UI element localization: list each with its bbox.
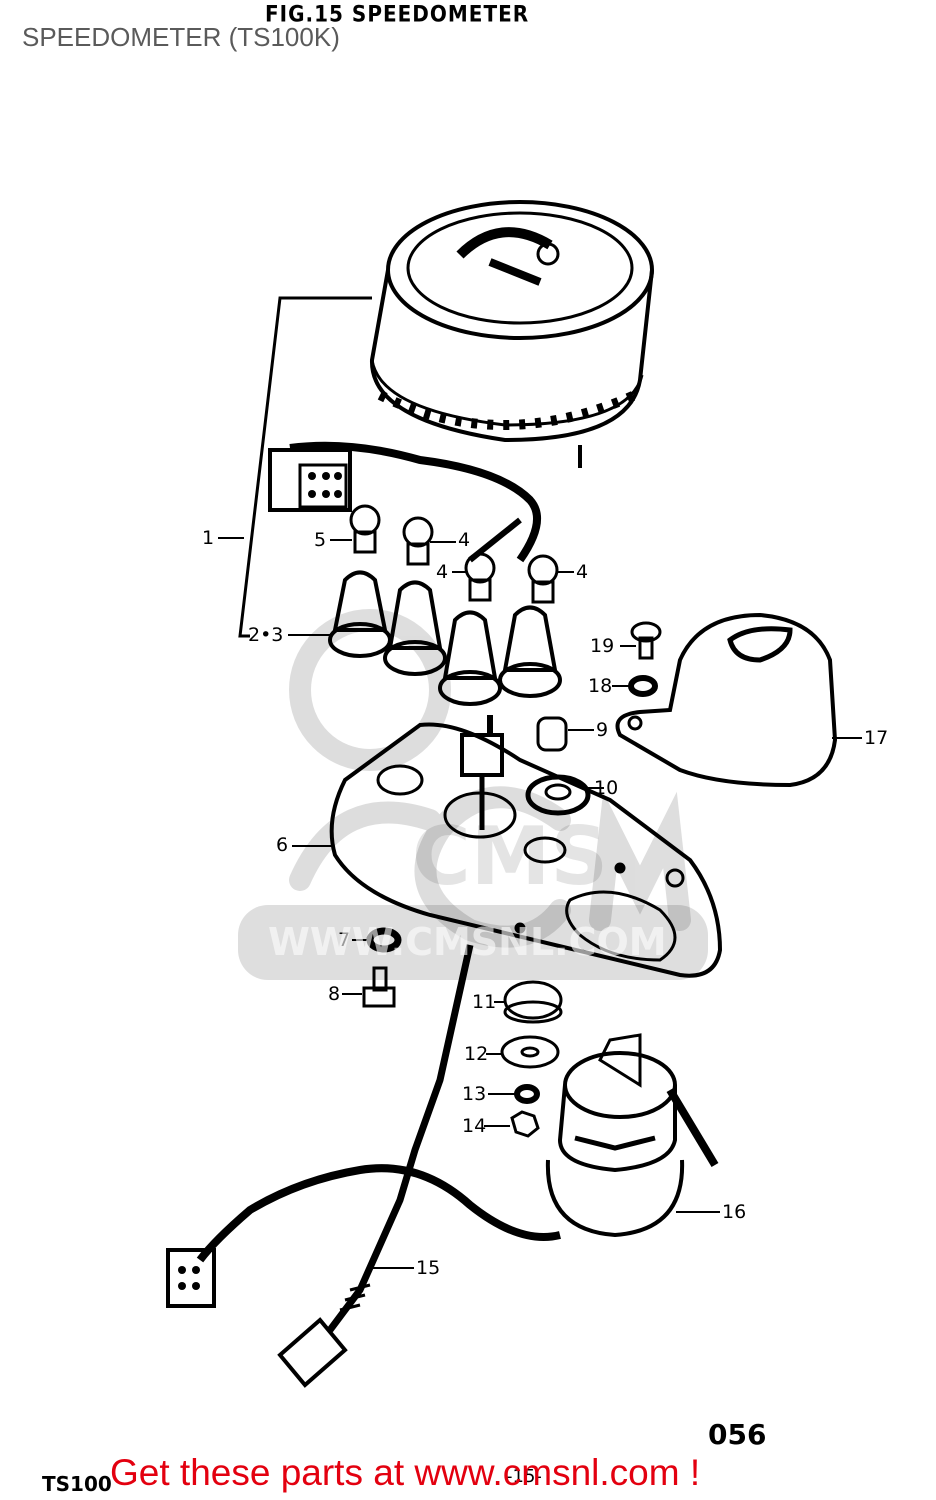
watermark-bar bbox=[238, 905, 708, 980]
callout-16: 16 bbox=[722, 1201, 747, 1223]
nut-13 bbox=[514, 1084, 540, 1104]
nut-14 bbox=[510, 1110, 540, 1138]
bulb-4a bbox=[402, 516, 434, 566]
callout-4c: 4 bbox=[576, 561, 589, 583]
screw-19 bbox=[630, 621, 662, 660]
ignition-switch-16 bbox=[545, 1033, 719, 1238]
cushion-9 bbox=[536, 716, 568, 752]
socket-3 bbox=[438, 610, 502, 706]
callout-2-3: 2•3 bbox=[248, 624, 284, 646]
callout-11: 11 bbox=[472, 991, 497, 1013]
page-code: 056 bbox=[708, 1418, 767, 1451]
figure-title: FIG.15 SPEEDOMETER bbox=[265, 0, 530, 28]
bulb-5 bbox=[349, 504, 381, 554]
callout-14: 14 bbox=[462, 1115, 487, 1137]
callout-1: 1 bbox=[202, 527, 215, 549]
callout-9: 9 bbox=[596, 719, 609, 741]
washer-18 bbox=[628, 675, 658, 697]
callout-15: 15 bbox=[416, 1257, 441, 1279]
washer-12 bbox=[500, 1035, 560, 1069]
model-code: TS100 bbox=[42, 1472, 112, 1496]
promo-link[interactable]: Get these parts at www.cmsnl.com ! bbox=[110, 1452, 701, 1493]
cover-17 bbox=[615, 612, 838, 788]
callout-4a: 4 bbox=[458, 529, 471, 551]
page-subtitle: SPEEDOMETER (TS100K) bbox=[22, 22, 340, 52]
page-number: -15- bbox=[506, 1466, 542, 1487]
callout-leaders bbox=[218, 537, 862, 1269]
callout-bracket-1 bbox=[238, 296, 372, 638]
callout-10: 10 bbox=[594, 777, 619, 799]
drive-gear bbox=[460, 715, 504, 830]
callout-13: 13 bbox=[462, 1083, 487, 1105]
bulb-4b bbox=[464, 552, 496, 602]
washer-11 bbox=[503, 980, 563, 1024]
grommet-10 bbox=[525, 774, 591, 816]
callout-19: 19 bbox=[590, 635, 615, 657]
meter-harness bbox=[268, 441, 541, 563]
watermark-text: WWW.CMSNL.COM bbox=[268, 920, 667, 964]
callout-4b: 4 bbox=[436, 561, 449, 583]
bolt-8 bbox=[362, 966, 396, 1008]
socket-2 bbox=[383, 580, 447, 676]
speedometer-housing bbox=[369, 200, 654, 468]
callout-6: 6 bbox=[276, 834, 289, 856]
callout-8: 8 bbox=[328, 983, 341, 1005]
switch-harness bbox=[166, 1164, 561, 1308]
socket-4 bbox=[498, 605, 562, 698]
callout-12: 12 bbox=[464, 1043, 489, 1065]
watermark-logo-text: CMS bbox=[412, 810, 608, 903]
bulb-4c bbox=[527, 554, 559, 604]
callout-18: 18 bbox=[588, 675, 613, 697]
callout-7: 7 bbox=[338, 929, 351, 951]
callout-17: 17 bbox=[864, 727, 889, 749]
callout-5: 5 bbox=[314, 529, 327, 551]
